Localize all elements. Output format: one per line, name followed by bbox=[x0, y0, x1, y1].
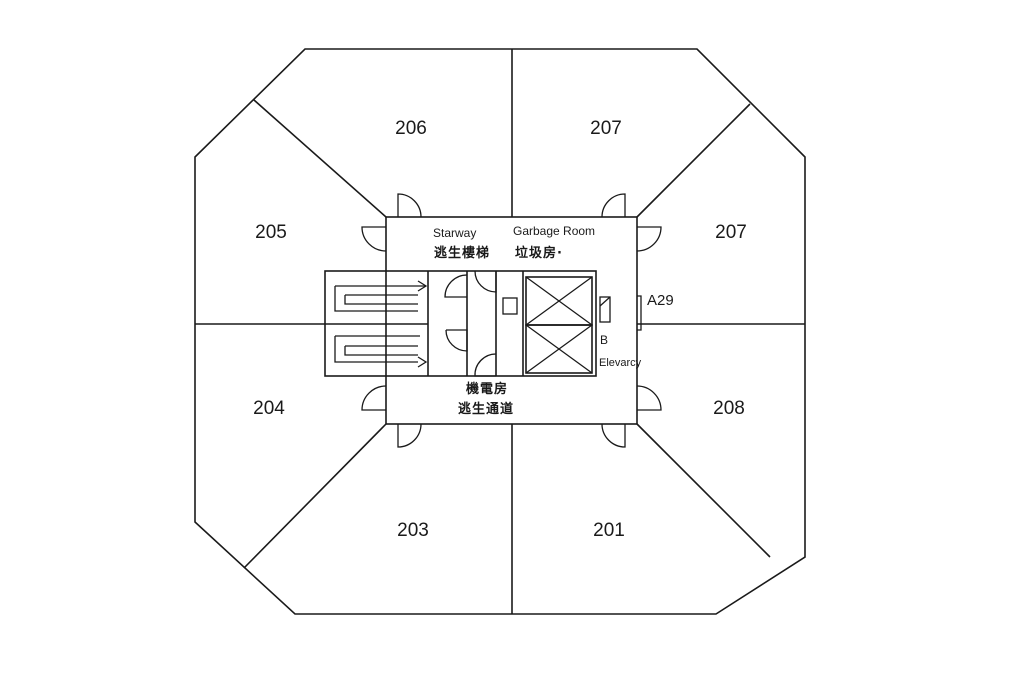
b-marker: B bbox=[600, 333, 608, 347]
building-outline bbox=[194, 48, 806, 615]
elevator-shafts bbox=[525, 276, 593, 374]
room-206-label: 206 bbox=[395, 118, 427, 139]
stairway-label: Starway bbox=[433, 226, 476, 240]
escape-passage-glyph-label: 逃生通道 bbox=[458, 401, 514, 417]
room-walls bbox=[195, 49, 805, 614]
stair-block bbox=[324, 270, 597, 377]
elevator-label: Elevarcy bbox=[599, 357, 642, 369]
machine-room-glyph-label: 機電房 bbox=[466, 381, 508, 397]
stair-arrow-upper bbox=[334, 280, 428, 312]
room-201-label: 201 bbox=[593, 520, 625, 541]
room-203-label: 203 bbox=[397, 520, 429, 541]
a29-marker: A29 bbox=[647, 292, 674, 309]
service-doors bbox=[444, 270, 518, 377]
room-205-label: 205 bbox=[255, 222, 287, 243]
garbage-room-label: Garbage Room bbox=[513, 224, 595, 238]
room-207-right-label: 207 bbox=[715, 222, 747, 243]
core-block bbox=[385, 216, 638, 425]
a29-door bbox=[637, 295, 642, 331]
stairway-glyph-label: 逃生樓梯 bbox=[434, 245, 490, 261]
elevator-call-box bbox=[599, 296, 611, 323]
room-207-top-label: 207 bbox=[590, 118, 622, 139]
room-208-label: 208 bbox=[713, 398, 745, 419]
room-204-label: 204 bbox=[253, 398, 285, 419]
stair-arrow-lower bbox=[334, 335, 428, 368]
unit-doors bbox=[361, 193, 662, 448]
garbage-glyph-label: 垃圾房· bbox=[515, 245, 563, 261]
